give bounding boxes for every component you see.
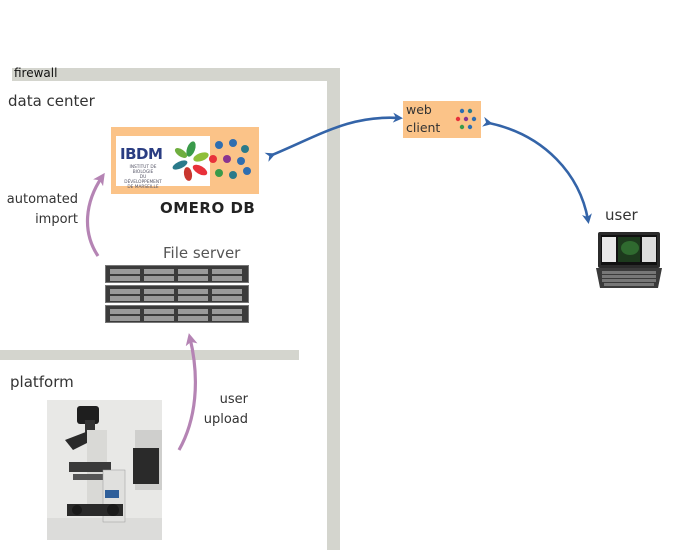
omero-db-label: OMERO DB bbox=[160, 199, 256, 217]
web-client-user-arrow bbox=[482, 116, 592, 224]
datacenter-platform-divider bbox=[0, 350, 299, 360]
omero-dot bbox=[243, 167, 251, 175]
user-upload-arrow bbox=[177, 333, 198, 451]
user-upload-label: user upload bbox=[203, 392, 248, 427]
web-client-box: web client bbox=[403, 101, 481, 138]
firewall-top-wall bbox=[12, 68, 340, 81]
drive-bay bbox=[144, 316, 174, 321]
omero-dot bbox=[215, 141, 223, 149]
web-client-dots-icon bbox=[455, 108, 477, 130]
drive-bay bbox=[178, 316, 208, 321]
drive-bay bbox=[178, 289, 208, 294]
ibdm-logo: IBDM INSTITUT DE BIOLOGIE DU DÉVELOPPEME… bbox=[116, 136, 210, 190]
firewall-right-wall bbox=[327, 68, 340, 550]
drive-bay bbox=[110, 276, 140, 281]
omero-dot bbox=[241, 145, 249, 153]
web-client-label-line2: client bbox=[406, 120, 441, 135]
web-client-label-line1: web bbox=[406, 102, 432, 117]
data-center-label: data center bbox=[8, 92, 95, 110]
omero-dot bbox=[223, 155, 231, 163]
firewall-label: firewall bbox=[14, 66, 58, 80]
omero-dot bbox=[229, 171, 237, 179]
drive-bay bbox=[178, 269, 208, 274]
automated-import-arrow bbox=[86, 172, 105, 257]
omero-dot bbox=[229, 139, 237, 147]
drive-bay bbox=[110, 316, 140, 321]
ibdm-logo-subtitle: INSTITUT DE BIOLOGIE DU DÉVELOPPEMENT DE… bbox=[124, 165, 162, 190]
omero-dot bbox=[237, 157, 245, 165]
ibdm-logo-text: IBDM bbox=[120, 145, 163, 163]
platform-label: platform bbox=[10, 373, 74, 391]
drive-bay bbox=[144, 296, 174, 301]
drive-bay bbox=[110, 269, 140, 274]
server-rack-2 bbox=[105, 285, 249, 303]
drive-bay bbox=[110, 289, 140, 294]
drive-bay bbox=[144, 309, 174, 314]
drive-bay bbox=[178, 309, 208, 314]
drive-bay bbox=[212, 269, 242, 274]
omero-web-client-arrow bbox=[264, 112, 403, 162]
drive-bay bbox=[110, 296, 140, 301]
drive-bay bbox=[212, 296, 242, 301]
drive-bay bbox=[212, 309, 242, 314]
microscope-photo bbox=[47, 400, 162, 540]
file-server-label: File server bbox=[163, 244, 241, 262]
drive-bay bbox=[178, 276, 208, 281]
drive-bay bbox=[144, 289, 174, 294]
drive-bay bbox=[144, 269, 174, 274]
drive-bay bbox=[212, 276, 242, 281]
omero-dot bbox=[209, 155, 217, 163]
drive-bay bbox=[144, 276, 174, 281]
ibdm-flower-icon bbox=[172, 141, 209, 181]
omero-logo-dots-icon bbox=[209, 139, 251, 179]
server-rack-1 bbox=[105, 265, 249, 283]
laptop-icon bbox=[596, 232, 662, 288]
automated-import-label: automated import bbox=[6, 192, 78, 227]
server-rack-3 bbox=[105, 305, 249, 323]
drive-bay bbox=[110, 309, 140, 314]
omero-dot bbox=[215, 169, 223, 177]
drive-bay bbox=[212, 289, 242, 294]
drive-bay bbox=[178, 296, 208, 301]
user-label: user bbox=[605, 206, 638, 224]
drive-bay bbox=[212, 316, 242, 321]
